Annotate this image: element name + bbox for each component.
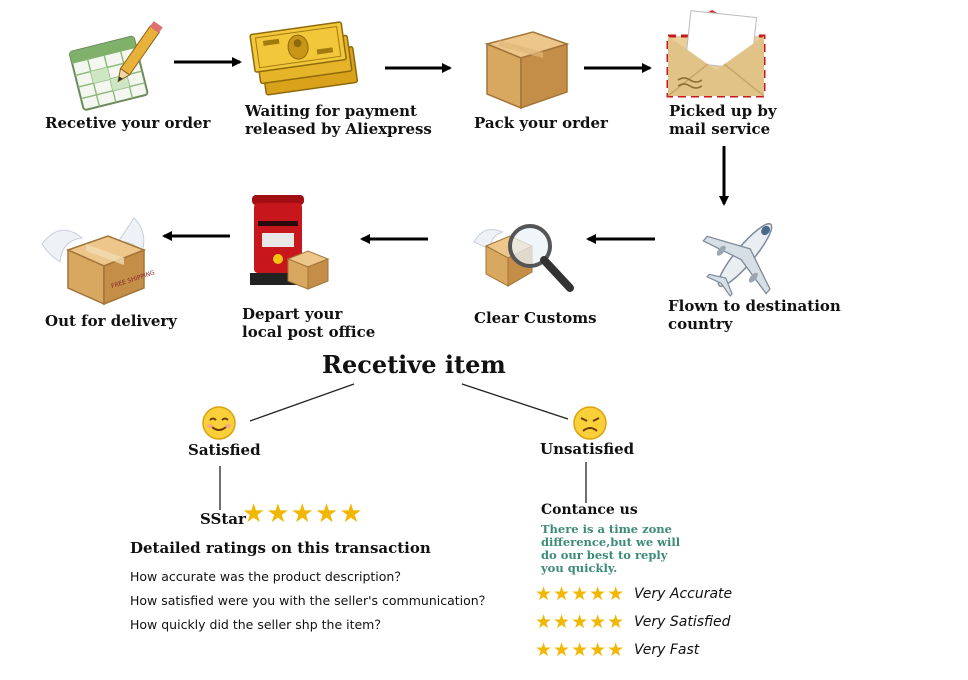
step-label-line: Waiting for payment — [245, 102, 417, 120]
magnifier-icon — [473, 224, 574, 292]
branch-line-unsatisfied — [461, 383, 569, 420]
step-label-line: Flown to destination — [668, 297, 841, 315]
calendar-icon — [69, 21, 163, 111]
airplane-icon — [702, 223, 773, 298]
step-label-picked-up: Picked up by mail service — [669, 102, 777, 138]
star-rating: ★★★★★ — [242, 499, 364, 529]
mailbox-icon — [250, 195, 330, 290]
step-label-line: released by Aliexpress — [245, 120, 432, 138]
step-label-receive-order: Recetive your order — [45, 114, 211, 132]
rating-stars: ★★★★★ — [535, 583, 626, 605]
note-line: you quickly. — [541, 561, 618, 575]
contact-us-label: Contance us — [541, 502, 638, 518]
ratings-heading: Detailed ratings on this transaction — [130, 539, 431, 557]
time-zone-note: There is a time zone difference,but we w… — [541, 523, 680, 575]
step-label-line: mail service — [669, 120, 771, 138]
note-line: do our best to reply — [541, 548, 668, 562]
rating-question: How accurate was the product description… — [130, 569, 407, 584]
step-label-line: local post office — [242, 323, 376, 341]
smiley-satisfied-icon — [202, 406, 236, 440]
step-label-flown: Flown to destination country — [668, 297, 841, 333]
rating-stars: ★★★★★ — [535, 611, 626, 633]
rating-text: Very Satisfied — [634, 614, 731, 630]
note-line: There is a time zone — [541, 522, 672, 536]
step-label-depart: Depart your local post office — [242, 305, 375, 341]
winged-box-icon: FREE SHIPPING — [41, 217, 156, 306]
step-label-line: country — [668, 315, 733, 333]
unsatisfied-label: Unsatisfied — [540, 440, 635, 458]
box-icon — [484, 31, 570, 110]
step-label-waiting-payment: Waiting for payment released by Aliexpre… — [245, 102, 432, 138]
step-label-pack-order: Pack your order — [474, 114, 608, 132]
rating-text: Very Accurate — [634, 586, 733, 602]
rating-stars: ★★★★★ — [535, 639, 626, 661]
rating-question: How satisfied were you with the seller's… — [130, 593, 492, 608]
money-icon — [249, 21, 359, 96]
receive-item-title: Recetive item — [322, 350, 506, 379]
step-label-clear-customs: Clear Customs — [474, 309, 597, 327]
envelope-icon — [666, 10, 766, 98]
rating-question: How quickly did the seller shp the item？ — [130, 617, 387, 632]
step-label-out-for-delivery: Out for delivery — [45, 312, 178, 330]
branch-line-satisfied — [249, 383, 355, 422]
star-label: SStar — [200, 510, 246, 528]
note-line: difference,but we will — [541, 535, 681, 549]
step-label-line: Picked up by — [669, 102, 777, 120]
rating-text: Very Fast — [634, 642, 700, 658]
step-label-line: Depart your — [242, 305, 343, 323]
smiley-unsatisfied-icon — [573, 406, 607, 440]
satisfied-label: Satisfied — [188, 441, 261, 459]
